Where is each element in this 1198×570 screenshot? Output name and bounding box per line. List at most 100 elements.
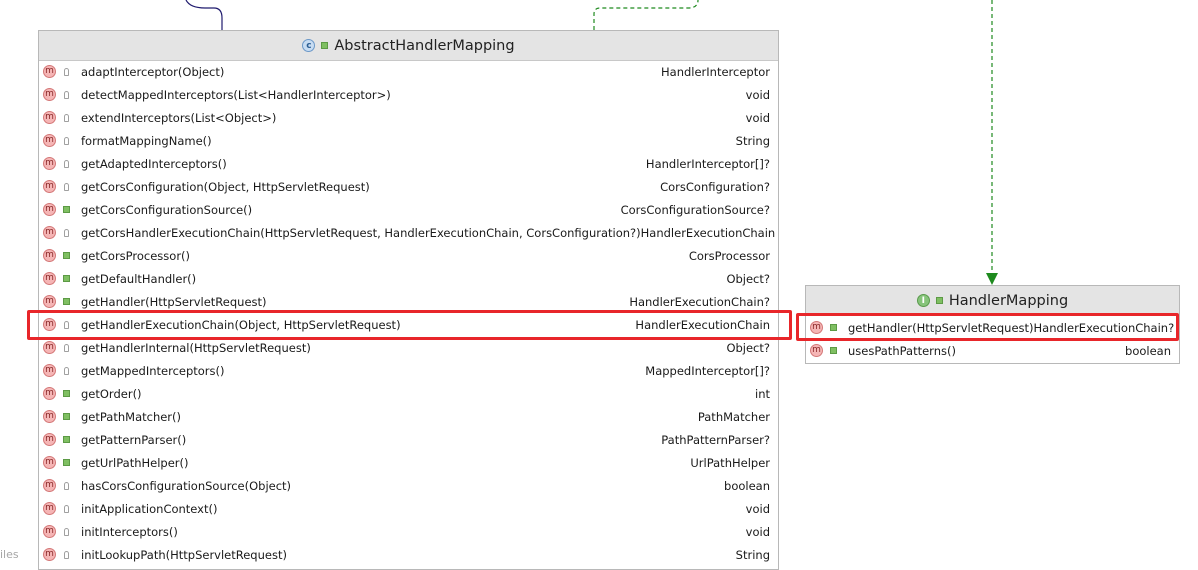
method-name: adaptInterceptor(Object) <box>81 64 225 79</box>
interface-header: I HandlerMapping <box>806 286 1179 316</box>
method-name: getHandler(HttpServletRequest) <box>81 294 267 309</box>
interface-title: HandlerMapping <box>948 292 1069 309</box>
method-icon: m <box>43 65 56 78</box>
method-return-type: MappedInterceptor[]? <box>645 363 770 378</box>
protected-visibility-icon <box>61 527 71 537</box>
protected-visibility-icon <box>61 320 71 330</box>
method-name: getAdaptedInterceptors() <box>81 156 227 171</box>
public-visibility-icon <box>828 323 838 333</box>
method-return-type: HandlerExecutionChain? <box>1033 320 1175 335</box>
implements-arrowhead <box>986 273 998 285</box>
protected-visibility-icon <box>61 113 71 123</box>
method-icon: m <box>43 295 56 308</box>
method-return-type: CorsConfiguration? <box>660 179 770 194</box>
method-return-type: Object? <box>726 271 770 286</box>
method-icon: m <box>43 341 56 354</box>
method-name: initLookupPath(HttpServletRequest) <box>81 547 287 562</box>
method-name: getHandlerInternal(HttpServletRequest) <box>81 340 311 355</box>
method-icon: m <box>43 364 56 377</box>
method-return-type: PathPatternParser? <box>661 432 770 447</box>
method-icon: m <box>43 134 56 147</box>
method-name: initApplicationContext() <box>81 501 218 516</box>
protected-visibility-icon <box>61 67 71 77</box>
method-return-type: HandlerExecutionChain? <box>629 294 770 309</box>
public-visibility-icon <box>61 458 71 468</box>
protected-visibility-icon <box>61 366 71 376</box>
method-name: getCorsHandlerExecutionChain(HttpServlet… <box>81 225 641 240</box>
method-return-type: UrlPathHelper <box>690 455 770 470</box>
public-visibility-icon <box>61 205 71 215</box>
protected-visibility-icon <box>61 90 71 100</box>
method-name: getCorsProcessor() <box>81 248 191 263</box>
public-visibility-icon <box>61 251 71 261</box>
method-return-type: HandlerExecutionChain <box>635 317 770 332</box>
method-return-type: String <box>735 547 770 562</box>
highlight-get-handler <box>796 313 1179 341</box>
method-name: getHandlerExecutionChain(Object, HttpSer… <box>81 317 401 332</box>
method-icon: m <box>43 456 56 469</box>
interface-icon: I <box>916 294 930 307</box>
method-icon: m <box>43 88 56 101</box>
method-return-type: CorsProcessor <box>688 248 770 263</box>
method-return-type: HandlerExecutionChain <box>640 225 776 240</box>
method-row[interactable]: m getPatternParser() PathPatternParser? <box>39 428 778 451</box>
method-icon: m <box>43 272 56 285</box>
method-row[interactable]: m adaptInterceptor(Object) HandlerIntercep… <box>39 60 778 83</box>
method-name: getOrder() <box>81 386 142 401</box>
method-name: hasCorsConfigurationSource(Object) <box>81 478 292 493</box>
protected-visibility-icon <box>61 481 71 491</box>
method-name: getPatternParser() <box>81 432 187 447</box>
protected-visibility-icon <box>61 550 71 560</box>
method-row[interactable]: m getMappedInterceptors() MappedIntercepto… <box>39 359 778 382</box>
public-visibility-icon <box>935 297 943 304</box>
protected-visibility-icon <box>61 136 71 146</box>
public-visibility-icon <box>61 412 71 422</box>
public-visibility-icon <box>61 274 71 284</box>
method-return-type: void <box>745 524 770 539</box>
method-row[interactable]: m getHandler(HttpServletRequest)HandlerEx… <box>806 316 1179 339</box>
method-icon: m <box>810 321 823 334</box>
protected-visibility-icon <box>61 504 71 514</box>
method-return-type: PathMatcher <box>697 409 770 424</box>
method-name: getHandler(HttpServletRequest) <box>848 320 1034 335</box>
method-icon: m <box>43 249 56 262</box>
method-return-type: void <box>745 110 770 125</box>
method-name: getMappedInterceptors() <box>81 363 225 378</box>
method-name: usesPathPatterns() <box>848 343 956 358</box>
method-icon: m <box>43 525 56 538</box>
method-return-type: boolean <box>724 478 770 493</box>
method-icon: m <box>43 410 56 423</box>
method-row[interactable]: m getPathMatcher() PathMatcher <box>39 405 778 428</box>
method-row[interactable]: m getHandler(HttpServletRequest) HandlerEx… <box>39 290 778 313</box>
method-return-type: CorsConfigurationSource? <box>620 202 770 217</box>
protected-visibility-icon <box>61 182 71 192</box>
abstract-handler-mapping-class[interactable]: c AbstractHandlerMapping m adaptIntercept… <box>38 30 779 570</box>
public-visibility-icon <box>61 389 71 399</box>
method-return-type: HandlerInterceptor <box>661 64 770 79</box>
method-name: getPathMatcher() <box>81 409 182 424</box>
method-icon: m <box>43 433 56 446</box>
method-return-type: void <box>745 87 770 102</box>
public-visibility-icon <box>321 42 329 49</box>
handler-mapping-interface[interactable]: I HandlerMapping m getHandler(HttpServlet… <box>805 285 1180 364</box>
method-row[interactable]: m getCorsProcessor() CorsProcessor <box>39 244 778 267</box>
class-header: c AbstractHandlerMapping <box>39 31 778 61</box>
